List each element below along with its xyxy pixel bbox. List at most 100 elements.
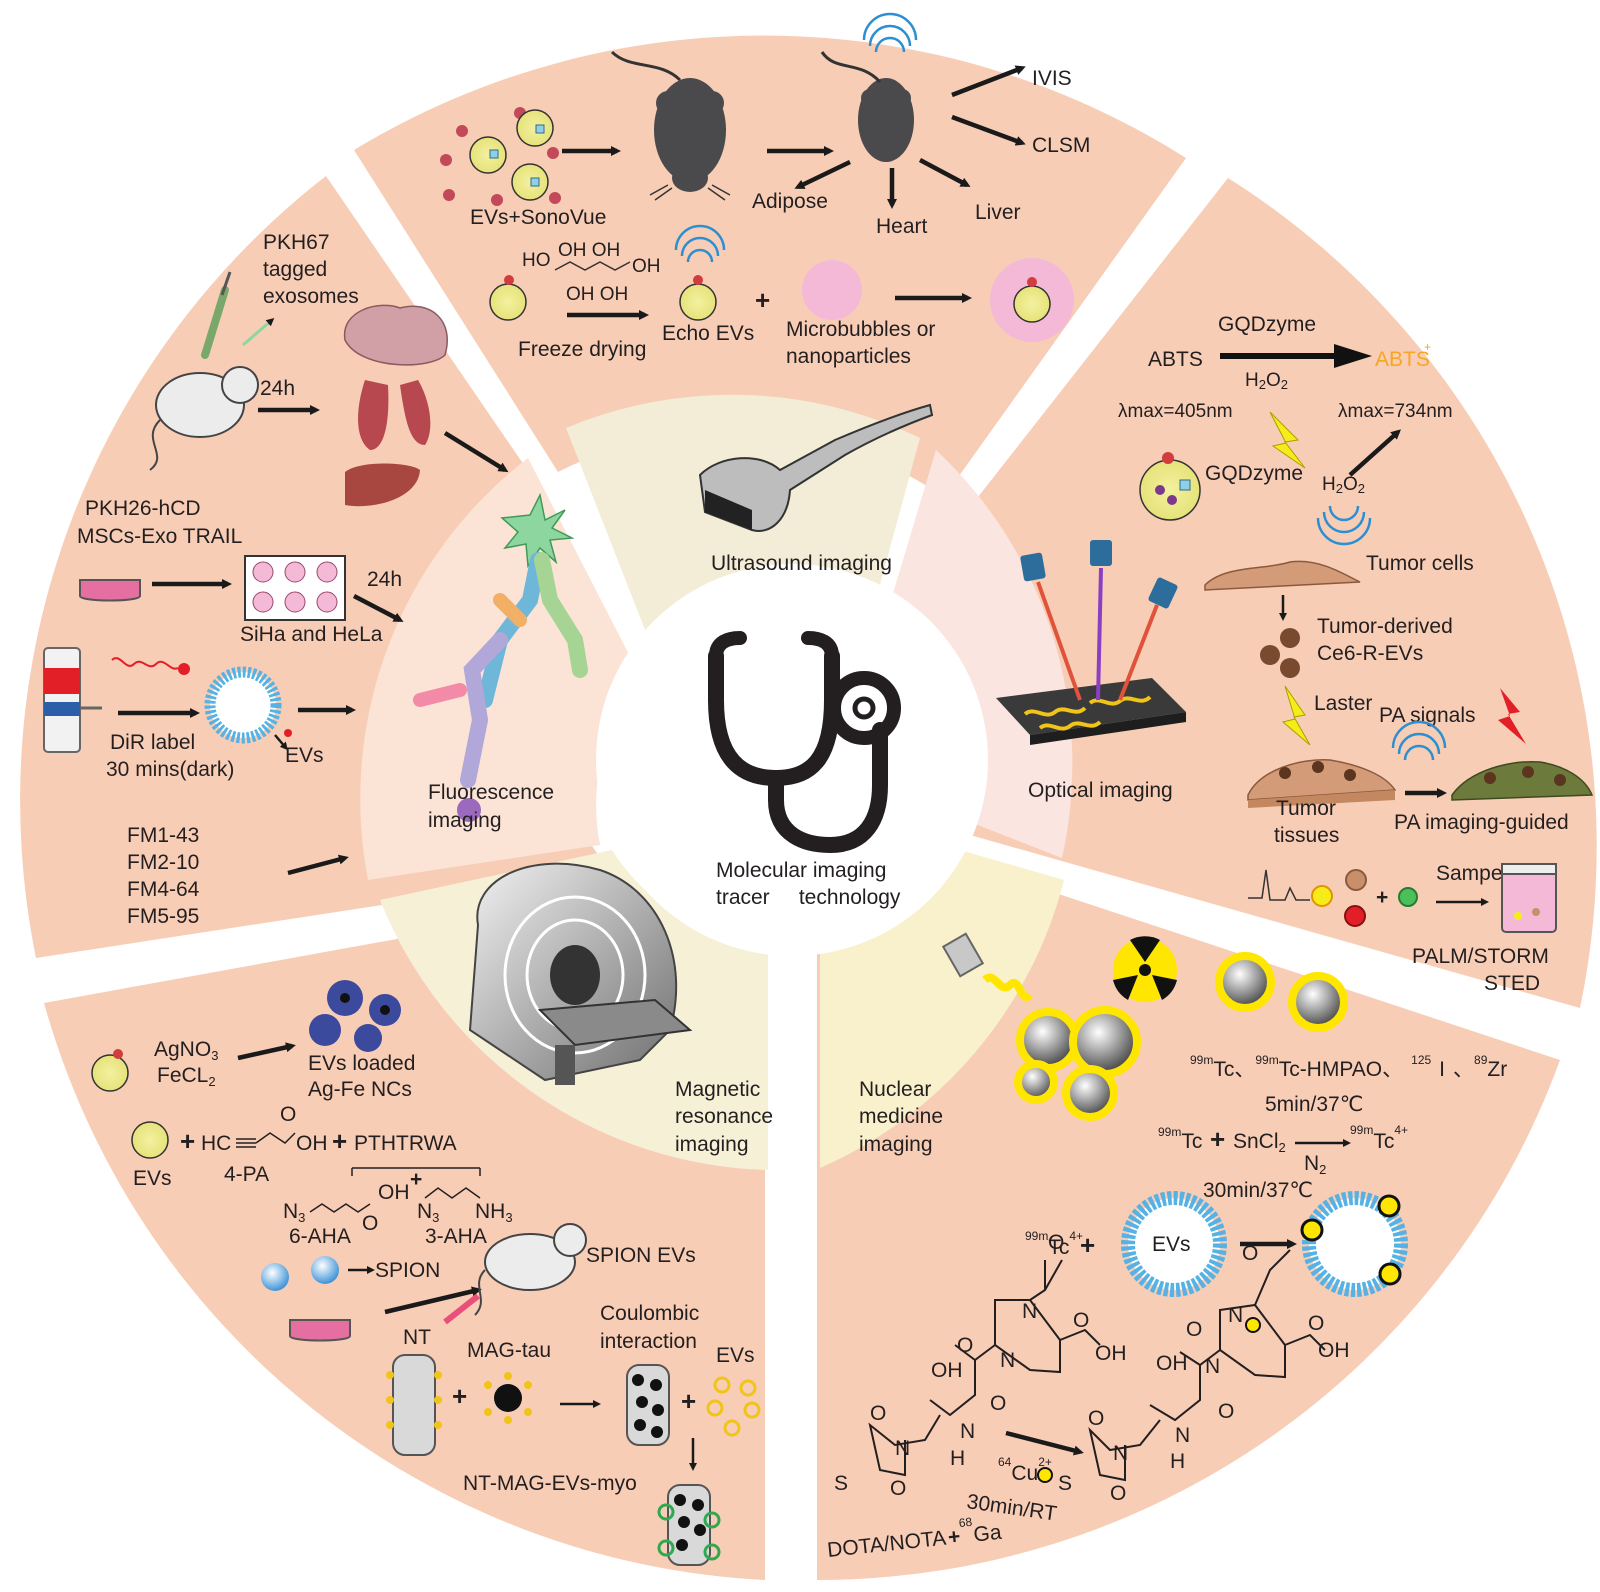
oh-label: OH: [378, 1181, 410, 1204]
s-label: S: [1058, 1472, 1072, 1495]
evs-label: EVs: [285, 744, 324, 767]
evs-sonovue-cluster: [440, 107, 561, 206]
t24h-label-b: 24h: [367, 568, 402, 591]
center-title-line1: Molecular imaging: [716, 859, 886, 882]
tumor-tissues-label-1: Tumor: [1276, 797, 1336, 820]
stethoscope-icon: [708, 631, 901, 854]
laser-chip-icon: [996, 540, 1186, 745]
organ-icon: [344, 304, 448, 507]
o-label: O: [280, 1103, 296, 1126]
syringe-icon: [201, 286, 229, 359]
sted-label: STED: [1484, 972, 1540, 995]
h-label: H: [1170, 1450, 1185, 1473]
mouse-icon: [474, 1223, 587, 1316]
ivis-label: IVIS: [1032, 67, 1072, 90]
nuclear-title-3: imaging: [859, 1133, 933, 1156]
plus-sign: +: [681, 1386, 696, 1416]
o-label: O: [957, 1334, 973, 1357]
o-label: O: [1048, 1231, 1064, 1254]
fm3-label: FM4-64: [127, 878, 200, 901]
sugar-oh-right: OH: [632, 256, 661, 277]
pkh67-label-3: exosomes: [263, 285, 359, 308]
nuclear-title-2: medicine: [859, 1105, 943, 1128]
n-label: N: [1205, 1355, 1220, 1378]
lambda-734-label: λmax=734nm: [1338, 401, 1453, 422]
mouse-icon: [149, 366, 259, 471]
radiation-icon: [1113, 936, 1177, 1002]
gqdzyme-ev: [1139, 459, 1201, 521]
oh-label: OH: [1095, 1342, 1127, 1365]
ev-vesicle: [91, 1054, 129, 1092]
mag-tau-label: MAG-tau: [467, 1339, 551, 1362]
radiation-icon: [1245, 1317, 1261, 1333]
dota-structure-right: [1088, 1249, 1326, 1482]
pthtrwa-label: PTHTRWA: [354, 1132, 457, 1155]
n-label: N: [895, 1437, 910, 1460]
mri-title-3: imaging: [675, 1133, 749, 1156]
heart-label: Heart: [876, 215, 928, 238]
o-label: O: [362, 1212, 378, 1235]
tumor-tissues-label-2: tissues: [1274, 824, 1339, 847]
echo-evs-label: Echo EVs: [662, 322, 754, 345]
center-title-line2: tracer technology: [716, 886, 901, 909]
o-label: O: [1073, 1309, 1089, 1332]
pa-tissue-icon: [1451, 761, 1594, 801]
ultrasound-wave-icon: [1391, 720, 1447, 761]
dye-wave-icon: [111, 657, 179, 670]
evs-label: EVs: [133, 1167, 172, 1190]
abts-product-charge: +: [1424, 340, 1431, 354]
ev-vesicle: [516, 109, 554, 147]
coulombic-label-2: interaction: [600, 1330, 697, 1353]
h-label: H: [950, 1447, 965, 1470]
ultrasound-probe-icon: [698, 403, 934, 532]
pkh26-label-2: MSCs-Exo TRAIL: [77, 525, 242, 548]
fluorescence-title-1: Fluorescence: [428, 781, 554, 804]
laser-bolt-icon: [1498, 688, 1526, 744]
spion-evs-label: SPION EVs: [586, 1244, 696, 1267]
radiation-icon: [1300, 1218, 1324, 1242]
sugar-oh-bottom: OH OH: [566, 284, 628, 305]
adipose-label: Adipose: [752, 190, 828, 213]
ev-vesicle: [1013, 285, 1051, 323]
ev-vesicle: [511, 163, 549, 201]
nt-mag-label: NT-MAG-EVs-myo: [463, 1472, 637, 1495]
o-label: O: [990, 1392, 1006, 1415]
microbubbles-label-1: Microbubbles or: [786, 318, 935, 341]
ultrasound-title: Ultrasound imaging: [711, 552, 892, 575]
gamma-source-icon: [941, 932, 985, 978]
mouse-icon: [820, 51, 914, 162]
gqdzyme-label: GQDzyme: [1205, 462, 1303, 485]
plus-sign: +: [332, 1126, 347, 1156]
n2-label: N2: [1304, 1152, 1326, 1177]
petri-dish-icon: [79, 579, 141, 602]
pa-guided-label: PA imaging-guided: [1394, 811, 1569, 834]
echo-ev-vesicle: [679, 283, 717, 321]
optical-title: Optical imaging: [1028, 779, 1173, 802]
evs-sonovue-label: EVs+SonoVue: [470, 206, 606, 229]
oh-label: OH: [1156, 1352, 1188, 1375]
n3-label: N3: [283, 1200, 305, 1225]
plus-sign: +: [1376, 886, 1388, 909]
loaded-nanotube-icon: [626, 1364, 670, 1446]
pkh67-label-1: PKH67: [263, 231, 330, 254]
n-label: N: [1175, 1424, 1190, 1447]
fluorescence-title-2: imaging: [428, 809, 502, 832]
small-evs-icon: [706, 1376, 761, 1437]
radio-ev: [1016, 1008, 1080, 1072]
pa-signals-label: PA signals: [1379, 704, 1476, 727]
palm-storm-label: PALM/STORM: [1412, 945, 1549, 968]
dota-structure-left: [868, 1259, 1101, 1477]
lightning-icon: [1269, 411, 1306, 469]
spion-label: SPION: [375, 1259, 440, 1282]
spion-particle: [261, 1263, 289, 1291]
tumor-derived-label-1: Tumor-derived: [1317, 615, 1453, 638]
tumor-cells-icon: [1204, 560, 1361, 591]
freeze-drying-label: Freeze drying: [518, 338, 646, 361]
mri-title-2: resonance: [675, 1105, 773, 1128]
hc-label: HC: [201, 1132, 231, 1155]
microbubble: [802, 260, 862, 320]
evs-small-label: EVs: [716, 1344, 755, 1367]
beaker-icon: [1501, 863, 1557, 933]
n3-label-2: N3: [417, 1200, 439, 1225]
o-label: O: [870, 1402, 886, 1425]
